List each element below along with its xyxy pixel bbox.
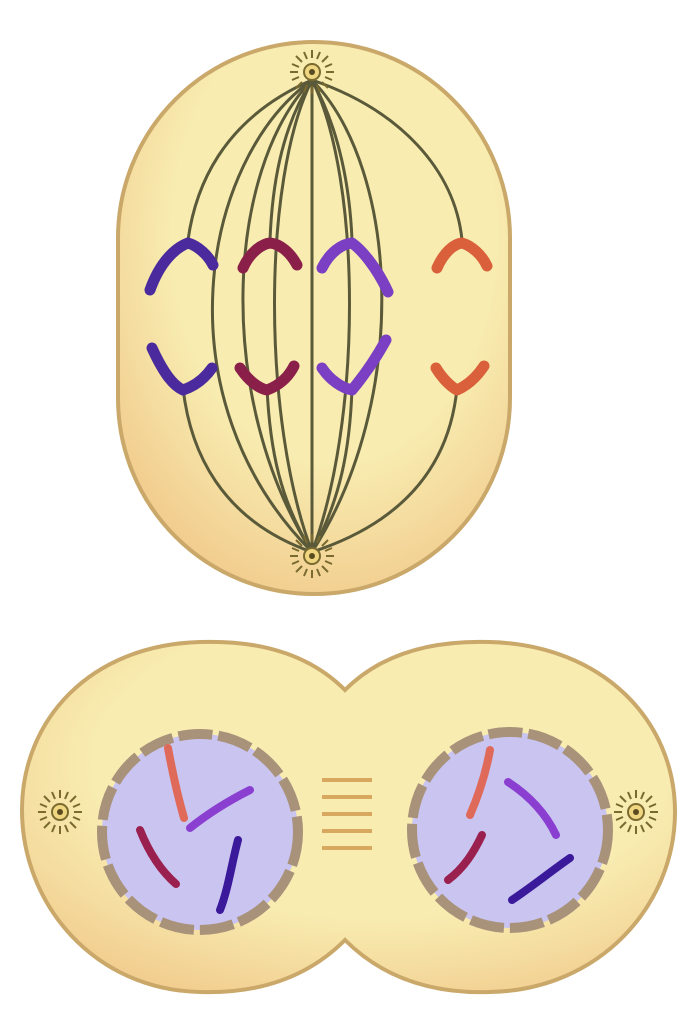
centrosome-top bbox=[290, 50, 334, 94]
daughter-nucleus-left bbox=[102, 734, 298, 930]
centrosome-bottom bbox=[290, 534, 334, 578]
daughter-nucleus-right bbox=[412, 732, 608, 928]
centrosome-right bbox=[614, 790, 658, 834]
centrosome-left bbox=[38, 790, 82, 834]
telophase-cells bbox=[22, 642, 675, 992]
nuclear-envelope-left bbox=[102, 734, 298, 930]
anaphase-cell bbox=[118, 42, 510, 594]
anaphase-cell-membrane bbox=[118, 42, 510, 594]
